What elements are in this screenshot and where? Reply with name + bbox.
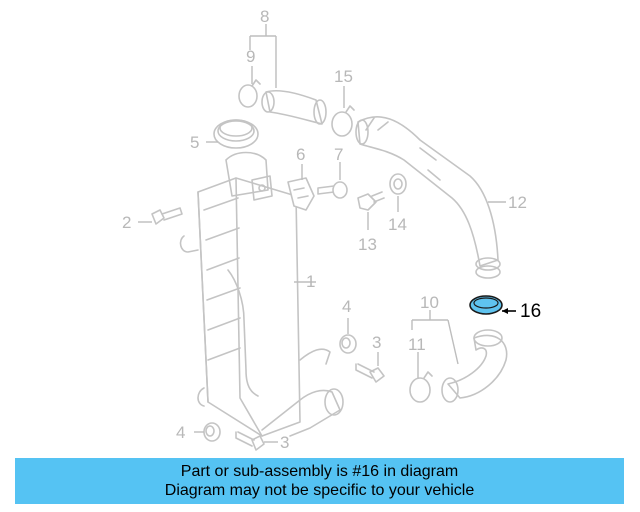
hose-part-8 [261, 89, 327, 125]
clamp-part-11 [409, 371, 433, 403]
banner-line-1: Part or sub-assembly is #16 in diagram [180, 463, 459, 480]
callout-14: 14 [388, 215, 407, 234]
callout-7: 7 [334, 145, 343, 164]
callout-15: 15 [334, 67, 353, 86]
callout-3-lower: 3 [280, 433, 289, 452]
callout-13: 13 [358, 235, 377, 254]
sensor-part-6 [287, 177, 315, 211]
callout-6: 6 [296, 145, 305, 164]
bolt-part-13 [357, 191, 385, 211]
callout-16-highlighted[interactable]: 16 [520, 301, 541, 322]
clamp-part-9 [238, 79, 261, 108]
grommet-part-14 [389, 173, 407, 195]
callout-1: 1 [306, 272, 315, 291]
clamp-part-15 [331, 105, 355, 137]
bolt-part-3-upper [355, 363, 385, 383]
callout-12: 12 [508, 193, 527, 212]
bolt-part-3-lower [235, 431, 265, 451]
bolt-part-2 [151, 207, 183, 225]
callout-4-lower: 4 [176, 423, 185, 442]
seal-ring-part-5 [213, 119, 259, 149]
callout-4-upper: 4 [342, 297, 351, 316]
callout-2: 2 [122, 213, 131, 232]
grommet-part-4-upper [339, 334, 357, 354]
grommet-part-4-lower [203, 422, 221, 442]
bolt-part-7 [317, 181, 348, 199]
callout-5: 5 [190, 133, 199, 152]
banner-line-2: Diagram may not be specific to your vehi… [164, 482, 475, 499]
info-banner: Part or sub-assembly is #16 in diagram D… [15, 458, 624, 504]
elbow-hose-part-10 [441, 329, 508, 403]
charge-pipe-part-12 [355, 116, 501, 279]
callout-11: 11 [408, 335, 426, 354]
callout-3-upper: 3 [372, 333, 381, 352]
highlight-arrowhead [502, 308, 508, 314]
callout-10: 10 [420, 293, 439, 312]
callout-9: 9 [246, 47, 255, 66]
intercooler-part-1 [179, 151, 344, 437]
clamp-part-16-highlighted[interactable] [469, 295, 503, 315]
callout-8: 8 [260, 7, 269, 26]
leader-lines [138, 24, 506, 443]
